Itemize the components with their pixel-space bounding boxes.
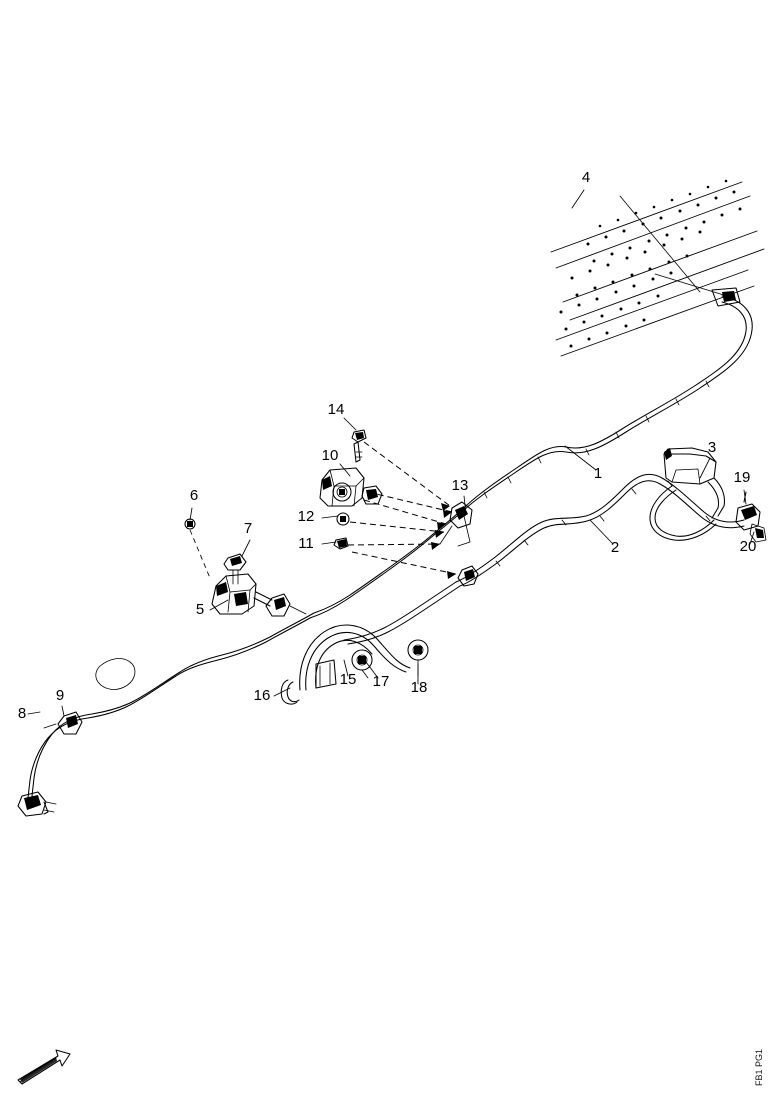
callout-leader-20 xyxy=(749,531,755,545)
line-routing-midsection xyxy=(309,506,466,645)
callout-label-2: 2 xyxy=(611,539,619,556)
drawing-code: FB1 PG1 xyxy=(754,1049,764,1086)
callout-label-12: 12 xyxy=(298,508,315,525)
right-end-connector xyxy=(735,491,767,543)
callout-leader-10 xyxy=(339,463,351,477)
callout-label-8: 8 xyxy=(18,705,26,722)
callout-label-18: 18 xyxy=(411,679,428,696)
callout-leader-lines xyxy=(27,189,755,717)
callout-leader-7 xyxy=(241,539,251,557)
bolt-6 xyxy=(184,518,211,579)
fuel-feed-line xyxy=(461,287,753,513)
callout-label-19: 19 xyxy=(734,469,751,486)
callout-leader-1 xyxy=(564,445,597,471)
callout-leader-3 xyxy=(699,457,711,479)
callout-label-5: 5 xyxy=(196,601,204,618)
hatched-underbody-panel xyxy=(550,179,765,357)
callout-label-7: 7 xyxy=(244,520,252,537)
callout-leader-8 xyxy=(27,711,41,715)
callout-leader-17 xyxy=(365,661,379,679)
callout-leader-14 xyxy=(343,417,357,431)
callout-label-15: 15 xyxy=(340,671,357,688)
callout-label-11: 11 xyxy=(298,535,314,552)
callout-leader-13 xyxy=(463,495,467,515)
callout-label-4: 4 xyxy=(582,169,590,186)
callout-leader-6 xyxy=(189,507,193,521)
flexible-hose-loop xyxy=(280,624,429,705)
small-fastener-11 xyxy=(333,537,349,550)
left-mounting-bracket xyxy=(211,573,273,615)
lower-left-line-run xyxy=(17,612,315,817)
clip-7 xyxy=(223,553,247,585)
center-line-bracket xyxy=(439,501,473,547)
callout-label-13: 13 xyxy=(452,477,469,494)
assembly-leader-lines xyxy=(347,441,457,579)
lower-line-clamp xyxy=(457,565,479,587)
forward-direction-arrow xyxy=(17,1049,71,1085)
callout-leader-2 xyxy=(589,519,614,545)
callout-leader-11 xyxy=(321,541,337,545)
callout-leader-9 xyxy=(61,705,65,717)
fuel-return-line xyxy=(455,473,745,587)
callout-label-14: 14 xyxy=(328,401,345,418)
small-fastener-12 xyxy=(336,512,350,526)
mid-line-clamp xyxy=(265,593,307,617)
callout-label-6: 6 xyxy=(190,487,198,504)
right-mounting-bracket xyxy=(649,447,725,541)
callout-leader-19 xyxy=(743,489,747,505)
callout-label-3: 3 xyxy=(708,439,716,456)
drawing-code-text: FB1 PG1 xyxy=(754,1049,764,1086)
callout-leader-16 xyxy=(273,687,291,697)
callout-label-10: 10 xyxy=(322,447,339,464)
callout-label-16: 16 xyxy=(254,687,271,704)
callout-label-1: 1 xyxy=(594,465,602,482)
callout-leader-12 xyxy=(321,515,339,519)
bracket-bolt-14 xyxy=(351,429,367,463)
callout-label-20: 20 xyxy=(740,538,757,555)
callout-leader-5 xyxy=(209,599,229,611)
callout-label-9: 9 xyxy=(56,687,64,704)
callout-leader-4 xyxy=(571,189,585,209)
callout-leader-15 xyxy=(343,659,349,677)
left-upper-bracket xyxy=(319,467,383,507)
callout-label-17: 17 xyxy=(373,673,390,690)
